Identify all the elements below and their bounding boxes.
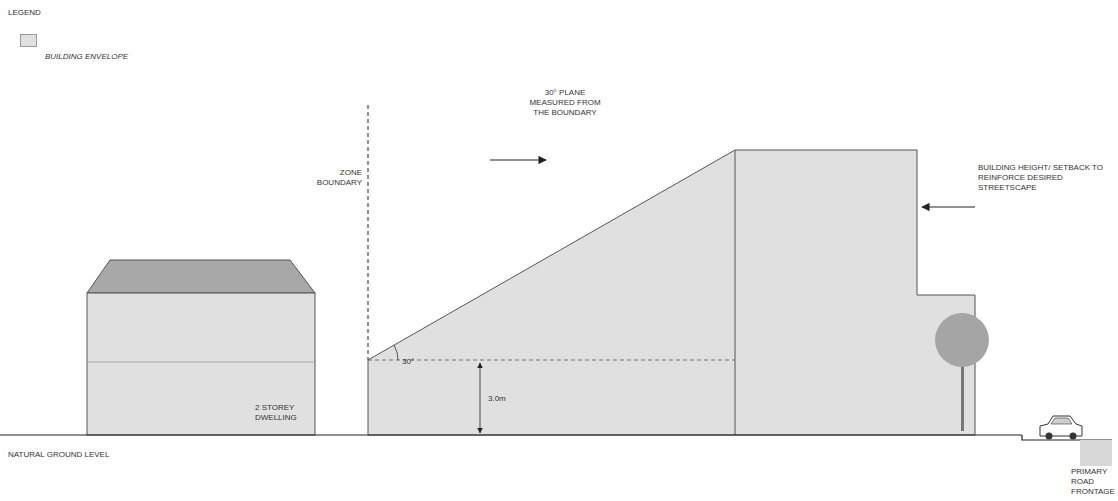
plane-pointer <box>490 159 546 160</box>
plane-note: 30° PLANE MEASURED FROM THE BOUNDARY <box>529 88 601 118</box>
ground-line <box>0 434 1022 435</box>
dimension-label: 3.0m <box>488 394 518 404</box>
dwelling-roof <box>87 260 315 293</box>
building-envelope <box>368 150 975 435</box>
envelope-division <box>735 150 736 435</box>
floor-line <box>87 362 315 363</box>
legend-heading: LEGEND <box>8 8 68 18</box>
setback-note: BUILDING HEIGHT/ SETBACK TO REINFORCE DE… <box>978 163 1110 193</box>
road-section <box>1080 440 1112 466</box>
road-label: PRIMARY ROAD FRONTAGE <box>1071 467 1113 497</box>
angle-label: 30° <box>402 357 428 367</box>
base-height-line <box>368 360 735 361</box>
dwelling: 2 STOREY DWELLING <box>87 293 315 435</box>
legend-text: BUILDING ENVELOPE <box>45 52 128 62</box>
angle-arc <box>394 345 398 360</box>
dimension-line <box>480 363 481 433</box>
legend-swatch <box>20 34 37 47</box>
zone-boundary-line <box>368 105 369 360</box>
node-text: 2 STOREY DWELLING <box>255 403 311 423</box>
tree-crown <box>935 313 989 367</box>
setback-pointer <box>922 206 975 207</box>
zone-label: ZONE BOUNDARY <box>312 168 362 188</box>
dwelling-body <box>87 293 315 435</box>
ground-label: NATURAL GROUND LEVEL <box>8 450 148 460</box>
tree-trunk <box>961 365 964 431</box>
car <box>1040 416 1082 440</box>
